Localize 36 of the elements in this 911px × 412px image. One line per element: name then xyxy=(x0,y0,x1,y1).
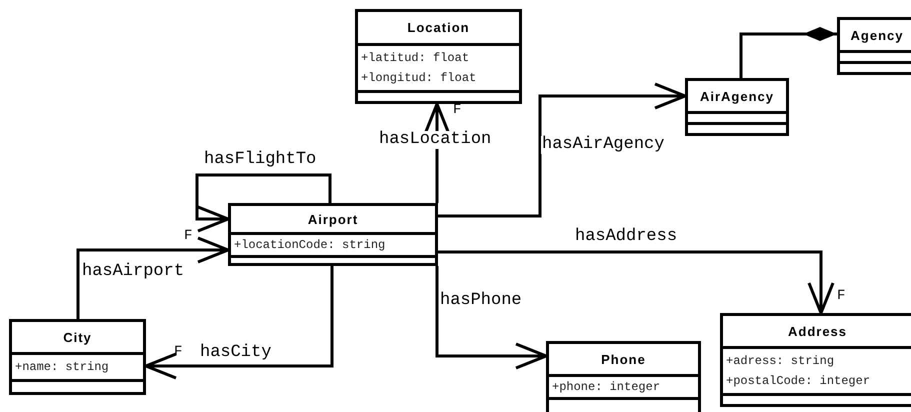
class-name: Address xyxy=(788,324,848,338)
class-box xyxy=(546,341,701,412)
class-name: AirAgency xyxy=(700,88,774,104)
edge-label: hasAirAgency xyxy=(541,136,666,154)
attribute-text: +adress: string xyxy=(726,353,836,370)
class-box xyxy=(720,313,911,407)
multiplicity-label: F xyxy=(453,102,462,118)
association-arrow xyxy=(196,174,332,232)
edge-label: hasAirport xyxy=(81,263,186,281)
edge-label: hasLocation xyxy=(378,131,492,149)
association-arrow xyxy=(76,236,230,319)
attribute-text: +phone: integer xyxy=(552,379,662,396)
edge-label: hasCity xyxy=(199,344,272,362)
attribute-text: +postalCode: integer xyxy=(726,373,872,390)
association-arrow xyxy=(438,250,834,314)
multiplicity-label: F xyxy=(837,288,846,304)
association-arrow xyxy=(436,266,548,370)
multiplicity-label: F xyxy=(184,228,192,244)
class-box xyxy=(228,203,438,266)
association-arrow xyxy=(438,82,686,218)
attribute-text: +longitud: float xyxy=(361,70,478,87)
class-name: Location xyxy=(407,20,470,35)
attribute-text: +latitud: float xyxy=(361,50,470,67)
class-name: Phone xyxy=(601,352,646,366)
association-arrow xyxy=(144,266,334,380)
class-box xyxy=(9,319,146,395)
multiplicity-label: F xyxy=(174,344,182,360)
edge-label: hasFlightTo xyxy=(203,151,318,169)
attribute-text: +locationCode: string xyxy=(234,237,386,254)
class-box xyxy=(837,17,911,75)
class-name: City xyxy=(63,330,92,344)
class-box xyxy=(685,78,789,136)
class-box xyxy=(355,9,522,104)
class-name: Agency xyxy=(850,28,904,42)
attribute-text: +name: string xyxy=(15,359,110,376)
class-name: Airport xyxy=(308,212,358,226)
